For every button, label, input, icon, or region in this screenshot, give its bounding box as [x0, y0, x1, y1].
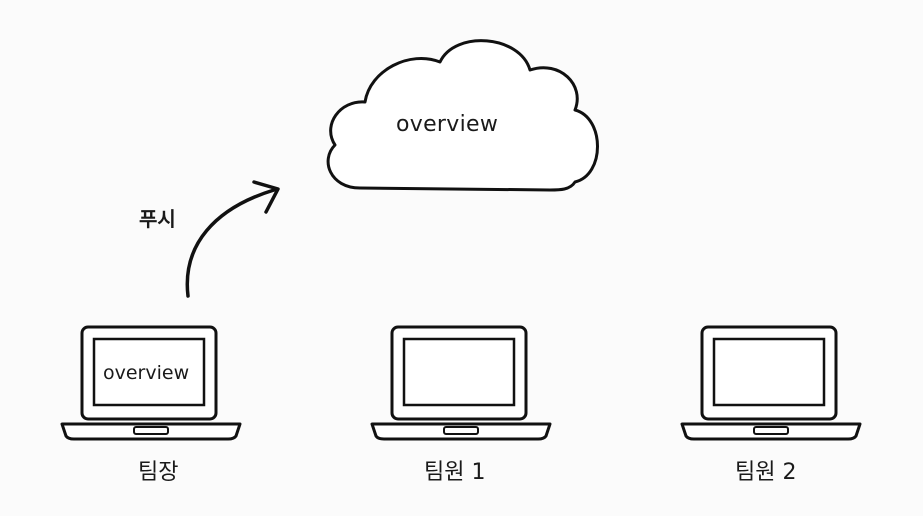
device-label-lead: 팀장 — [138, 460, 179, 485]
push-label: 푸시 — [139, 207, 176, 231]
cloud-label: overview — [396, 112, 499, 137]
laptop-lead-icon — [60, 325, 242, 441]
arrowhead-icon — [252, 180, 280, 214]
laptop-member1-icon — [370, 325, 552, 441]
push-arrow-icon — [185, 188, 276, 298]
device-label-member1: 팀원 1 — [424, 460, 486, 485]
laptop-member2-icon — [680, 325, 862, 441]
cloud-icon — [326, 39, 599, 192]
lead-screen-text: overview — [103, 362, 190, 384]
device-label-member2: 팀원 2 — [735, 460, 797, 485]
